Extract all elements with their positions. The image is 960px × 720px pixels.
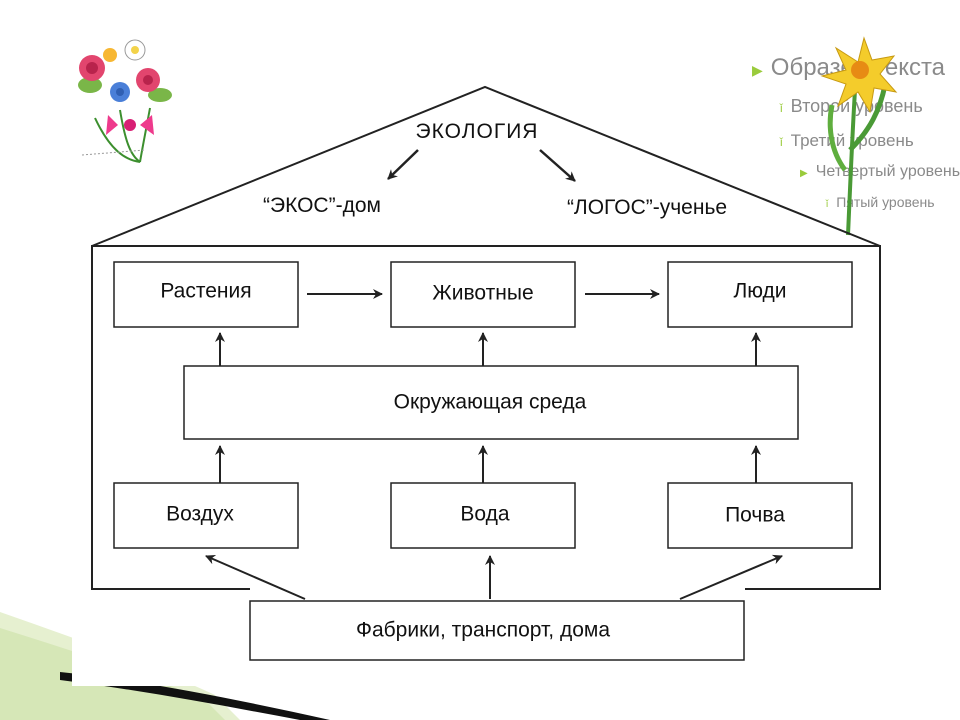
title-ecology: ЭКОЛОГИЯ [416, 120, 539, 143]
box-environment [183, 365, 799, 440]
flower-bouquet-icon [78, 39, 172, 163]
daffodil-icon [820, 36, 898, 236]
etymology-logos: “ЛОГОС”-ученье [567, 196, 727, 219]
outline-level-5-text: Пятый уровень [836, 194, 935, 210]
bullet-icon: ▶ [800, 168, 808, 179]
outline-level-2: ǐ Второй уровень [780, 96, 923, 117]
outline-level-2-text: Второй уровень [790, 96, 923, 116]
label-soil: Почва [725, 504, 785, 527]
label-water: Вода [460, 503, 509, 526]
etymology-ekos: “ЭКОС”-дом [263, 194, 381, 217]
label-environment: Окружающая среда [394, 391, 587, 414]
bullet-icon: ▶ [752, 62, 763, 78]
box-people [667, 261, 853, 328]
box-soil [667, 482, 853, 549]
bullet-icon: ǐ [780, 135, 783, 149]
bullet-icon: ǐ [826, 199, 829, 210]
label-people: Люди [733, 280, 786, 303]
label-air: Воздух [166, 503, 234, 526]
box-animals [390, 261, 576, 328]
outline-level-5: ǐ Пятый уровень [826, 194, 935, 210]
box-plants [113, 261, 299, 328]
arrow-to-ekos [387, 149, 419, 180]
arrow-sources-to-air [205, 554, 306, 600]
label-plants: Растения [160, 280, 251, 303]
arrow-sources-to-soil [679, 554, 783, 600]
box-air [113, 482, 299, 549]
bullet-icon: ǐ [780, 101, 783, 115]
label-sources: Фабрики, транспорт, дома [356, 619, 610, 642]
box-sources [249, 600, 745, 661]
arrow-to-logos [539, 149, 576, 182]
label-animals: Животные [432, 282, 533, 305]
